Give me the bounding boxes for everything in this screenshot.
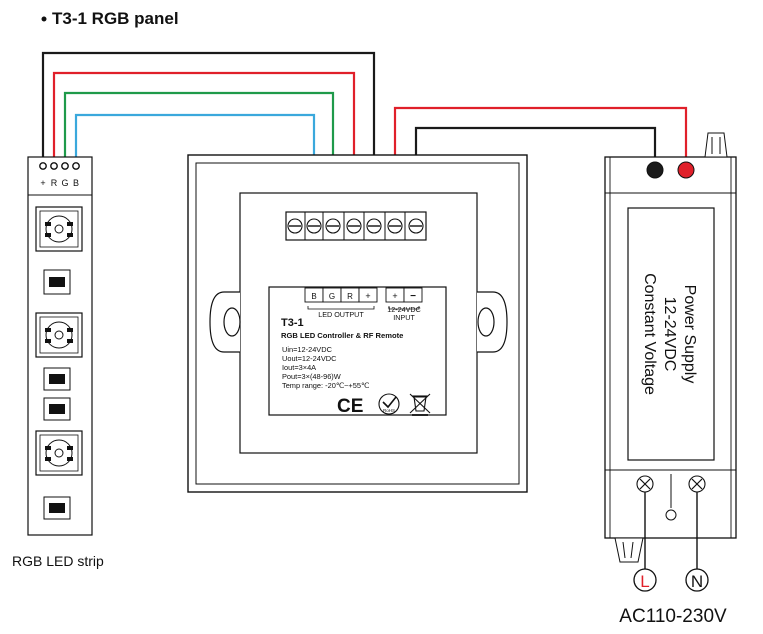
led-chip-icon [35,312,83,358]
spec-label [268,286,447,416]
wire-plus-black [41,51,376,212]
label-terminal-plus-out: + [365,291,370,301]
psu-line-constant-voltage: Constant Voltage [641,273,658,395]
wire-red [52,71,356,212]
ac-terminal-n [688,475,706,493]
ac-l-badge: L [633,568,657,592]
label-subtitle: RGB LED Controller & RF Remote [281,331,403,340]
resistor-icon [43,269,71,295]
cable-gland-top [704,132,728,158]
label-terminal-boxes [304,287,423,303]
label-input-voltage: 12-24VDC [387,305,421,314]
strip-terminal-b: B [73,178,79,188]
ce-mark-icon: CE [337,396,363,417]
t3-1-panel: B G R + + − LED OUTPUT 12-24VDC INPUT T3… [187,154,528,493]
power-supply: Constant Voltage 12-24VDC Power Supply [604,132,737,563]
title: T3-1 RGB panel [52,9,179,28]
led-chip-icon [35,430,83,476]
ac-n-label: N [691,572,703,591]
strip-terminal-dots [39,162,80,170]
strip-terminal-g: G [61,178,68,188]
psu-label-box [627,207,715,461]
resistor-icon [43,397,71,421]
weee-bin-icon [409,393,431,416]
spec-temp: Temp range: -20℃~+55℃ [282,381,369,390]
spec-iout: Iout=3×4A [282,363,316,372]
svg-text:RoHS: RoHS [383,408,395,413]
label-terminal-r: R [347,292,353,301]
label-terminal-minus-in: − [410,291,416,302]
label-led-output: LED OUTPUT [318,310,364,319]
dc-output-negative-terminal [646,161,664,179]
wire-green [63,91,335,212]
resistor-icon [43,496,71,520]
label-terminal-b: B [311,292,316,301]
ac-voltage-label: AC110-230V [619,606,727,627]
ac-n-badge: N [685,568,709,592]
strip-label: RGB LED strip [12,553,104,569]
label-terminal-plus-in: + [392,291,397,301]
ac-terminal-l [636,475,654,493]
mounting-ear-right [477,291,508,353]
label-input: INPUT [393,313,415,322]
label-model: T3-1 [281,317,304,329]
label-terminal-g: G [329,292,335,301]
dc-output-positive-terminal [677,161,695,179]
spec-uin: Uin=12-24VDC [282,345,333,354]
ac-l-label: L [640,572,649,591]
led-chip-icon [35,206,83,252]
rgb-led-strip: + R G B [27,156,93,536]
rohs-mark-icon: RoHS [378,393,400,415]
strip-terminal-plus: + [40,178,45,188]
mounting-ear-left [209,291,241,353]
cable-gland-bottom [614,537,644,563]
spec-pout: Pout=3×(48-96)W [282,372,341,381]
spec-uout: Uout=12-24VDC [282,354,337,363]
strip-terminal-r: R [51,178,58,188]
ac-wires [644,492,698,569]
resistor-icon [43,367,71,391]
title-bullet [41,16,47,22]
psu-line-voltage: 12-24VDC [661,297,678,372]
psu-line-power-supply: Power Supply [681,285,698,384]
terminal-block [285,211,427,241]
